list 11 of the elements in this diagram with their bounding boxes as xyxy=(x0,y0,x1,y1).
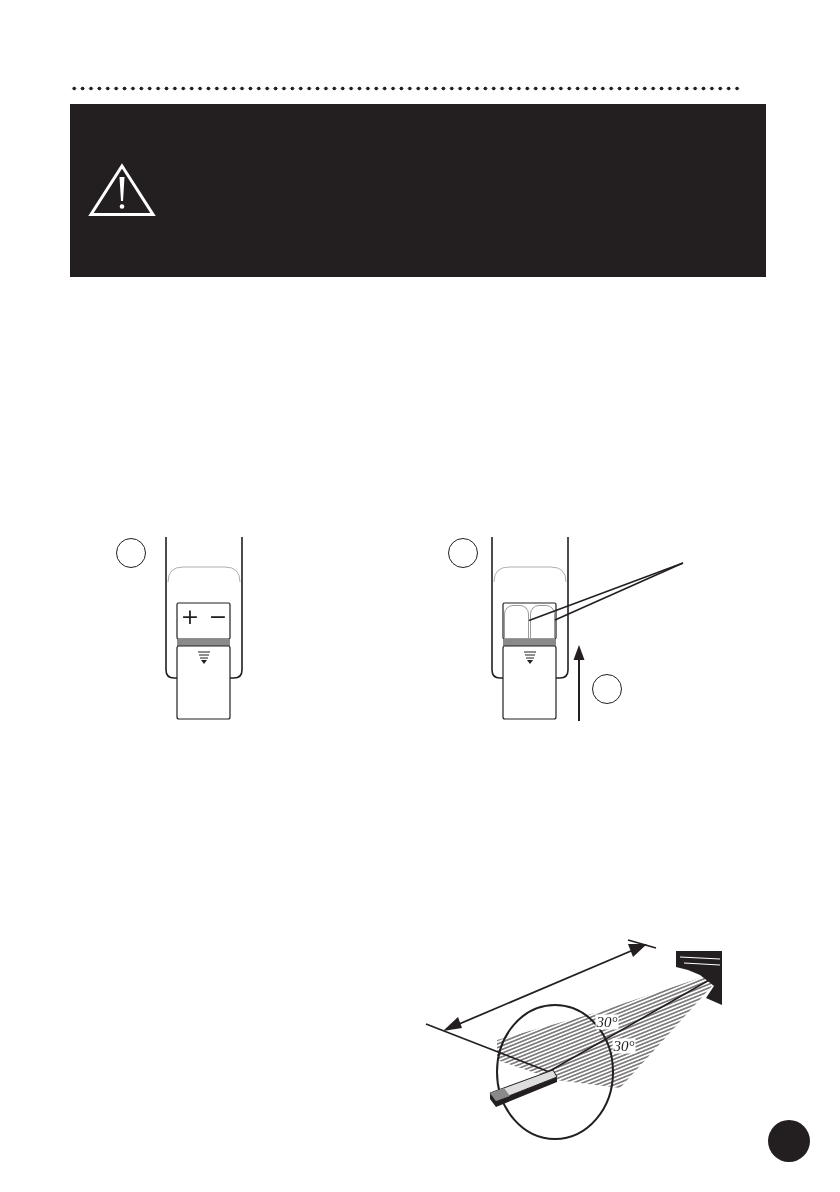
page-marker-disc xyxy=(768,1120,810,1162)
angle-label: 30° xyxy=(595,1014,619,1030)
callout-circle xyxy=(116,538,146,568)
angle-label: 30° xyxy=(612,1038,636,1054)
polarity-sign: + xyxy=(180,606,200,628)
polarity-sign: − xyxy=(208,606,228,628)
warning-banner xyxy=(70,104,766,277)
leader-line xyxy=(554,562,684,621)
callout-circle xyxy=(448,538,478,568)
callout-circle xyxy=(592,674,622,704)
battery-cell xyxy=(504,605,529,639)
